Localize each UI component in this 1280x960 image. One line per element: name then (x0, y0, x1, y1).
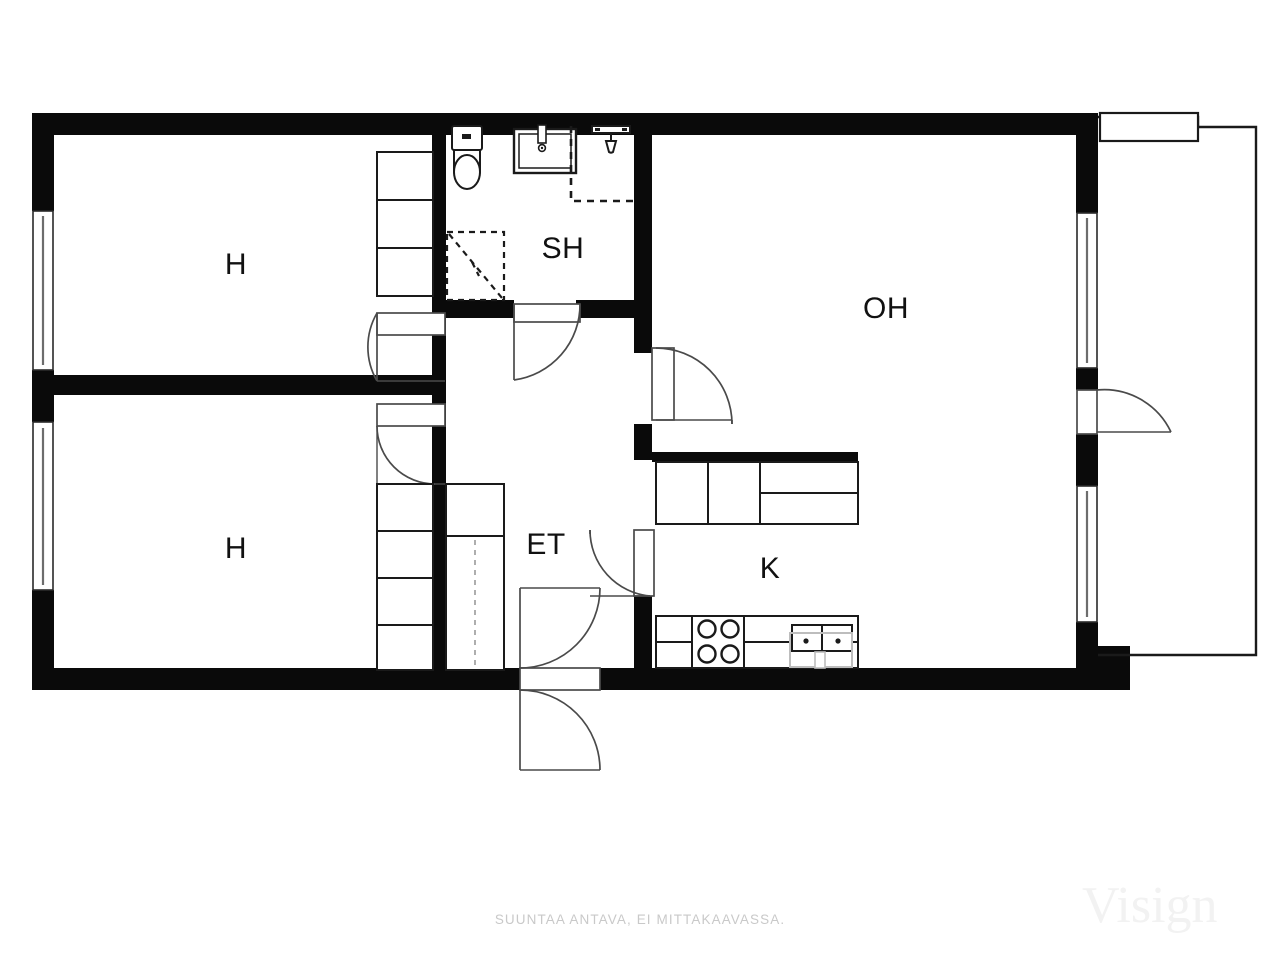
closet-hall (445, 483, 505, 671)
door-bathroom[interactable] (513, 303, 581, 381)
balcony-rail-top (1098, 111, 1200, 143)
shower-head-fixture (591, 125, 631, 154)
wall-bedrooms-hall-upper (432, 113, 446, 313)
room-labels-group: H H SH ET OH K (225, 232, 909, 585)
window-bedroom-bottom-left (32, 421, 54, 591)
closet-bedroom-top (376, 151, 434, 297)
wall-bathroom-bottom-left (432, 300, 514, 318)
window-living-room-lower (1076, 485, 1098, 623)
door-kitchen[interactable] (589, 529, 655, 597)
room-label-living-room: OH (863, 292, 909, 325)
shower-area-dashed (569, 126, 634, 203)
kitchen-counter-upper (655, 461, 859, 525)
balcony-outline (1098, 115, 1258, 657)
wall-right-mid-a (1076, 368, 1098, 390)
door-entrance[interactable] (519, 587, 601, 771)
window-living-room-upper (1076, 212, 1098, 369)
visign-watermark: Visign (1082, 877, 1218, 934)
wall-right-mid-b (1076, 434, 1098, 486)
room-label-bedroom-bottom: H (225, 532, 247, 565)
door-living-room[interactable] (651, 347, 733, 425)
wall-balcony-bottom (1098, 646, 1130, 690)
room-label-bedroom-top: H (225, 248, 247, 281)
door-bedroom-top[interactable] (367, 312, 446, 382)
wall-bedrooms-hall-lower (432, 313, 446, 690)
room-label-kitchen: K (760, 552, 781, 585)
wall-kitchen-counter-top (652, 452, 858, 462)
stove-4-burner (697, 619, 740, 664)
balcony-group (1098, 111, 1258, 657)
room-label-bathroom: SH (542, 232, 585, 265)
bathroom-fixtures-group (445, 124, 634, 302)
plan-caption: SUUNTAA ANTAVA, EI MITTAKAAVASSA. (494, 912, 786, 927)
wall-left-lower (32, 590, 54, 690)
wall-bathroom-bottom-right (576, 300, 652, 318)
closets-group (376, 151, 505, 671)
washbasin-fixture (512, 124, 578, 175)
toilet-fixture (451, 125, 483, 190)
windows-group (32, 210, 1098, 623)
wall-hall-living-upper (634, 113, 652, 353)
walls-group (32, 113, 1130, 690)
closet-bedroom-bottom (376, 483, 434, 671)
wall-hall-kitchen (634, 596, 652, 690)
kitchen-fixtures-group (655, 461, 859, 669)
window-bedroom-top-left (32, 210, 54, 371)
wall-left-upper (32, 113, 54, 211)
wall-hall-living-mid (634, 424, 652, 460)
door-balcony[interactable] (1076, 388, 1172, 435)
kitchen-sink-double (789, 624, 853, 669)
wall-right-lower (1076, 622, 1098, 690)
wall-right-upper (1076, 113, 1098, 213)
wall-between-bedrooms (32, 375, 444, 395)
floor-drain-dashed (445, 230, 506, 302)
wall-top-outer (32, 113, 1098, 135)
room-label-hall: ET (526, 528, 565, 561)
doors-group[interactable] (367, 303, 1172, 771)
